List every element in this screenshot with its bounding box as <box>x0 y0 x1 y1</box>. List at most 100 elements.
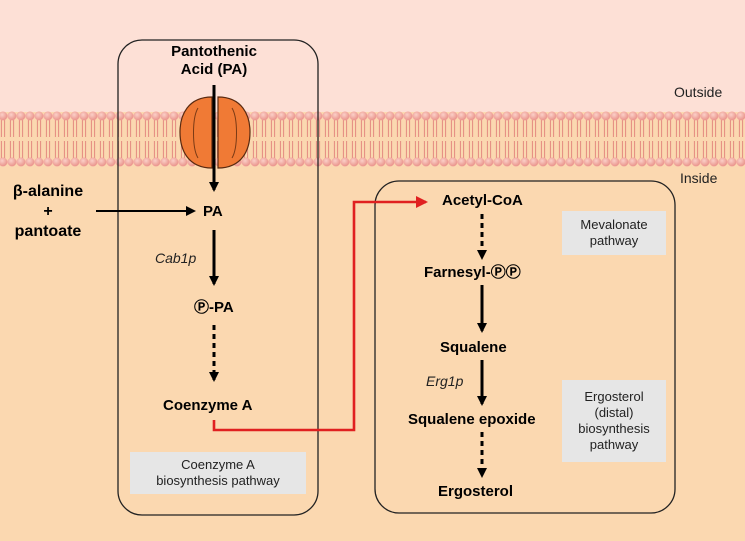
lipid-head <box>538 111 548 121</box>
lipid-head <box>169 157 179 167</box>
lipid-head <box>268 111 278 121</box>
lipid-head <box>664 157 674 167</box>
lipid-head <box>412 111 422 121</box>
lipid-head <box>502 111 512 121</box>
lipid-head <box>70 111 80 121</box>
lipid-head <box>304 157 314 167</box>
lipid-head <box>448 157 458 167</box>
pa-label: PA <box>203 203 223 220</box>
lipid-head <box>718 157 728 167</box>
lipid-head <box>457 111 467 121</box>
lipid-head <box>583 111 593 121</box>
lipid-head <box>331 111 341 121</box>
lipid-head <box>439 111 449 121</box>
lipid-head <box>79 157 89 167</box>
beta-alanine-label: β-alanine <box>12 183 84 200</box>
lipid-head <box>574 157 584 167</box>
lipid-head <box>637 111 647 121</box>
lipid-head <box>403 111 413 121</box>
lipid-head <box>520 111 530 121</box>
lipid-head <box>403 157 413 167</box>
ergosterol-pathway-box: Ergosterol (distal) biosynthesis pathway <box>562 380 666 462</box>
lipid-head <box>34 111 44 121</box>
lipid-head <box>286 111 296 121</box>
lipid-head <box>250 111 260 121</box>
lipid-head <box>322 157 332 167</box>
lipid-head <box>736 111 745 121</box>
lipid-head <box>619 111 629 121</box>
lipid-head <box>268 157 278 167</box>
lipid-head <box>0 111 8 121</box>
farnesyl-pp-label: Farnesyl-ⓅⓅ <box>424 264 521 281</box>
lipid-head <box>529 157 539 167</box>
ergosterol-box-line4: pathway <box>589 437 639 453</box>
lipid-head <box>349 157 359 167</box>
lipid-head <box>430 157 440 167</box>
lipid-head <box>475 111 485 121</box>
outside-region <box>0 0 745 112</box>
lipid-head <box>610 157 620 167</box>
lipid-head <box>0 157 8 167</box>
lipid-head <box>340 157 350 167</box>
lipid-head <box>637 157 647 167</box>
pantothenic-acid-line2: Acid (PA) <box>180 61 248 78</box>
lipid-head <box>655 157 665 167</box>
lipid-head <box>682 111 692 121</box>
lipid-head <box>646 157 656 167</box>
lipid-head <box>277 157 287 167</box>
lipid-head <box>340 111 350 121</box>
lipid-head <box>151 111 161 121</box>
lipid-head <box>295 111 305 121</box>
coa-pathway-line1: Coenzyme A <box>181 456 255 472</box>
lipid-head <box>412 157 422 167</box>
lipid-head <box>592 157 602 167</box>
plus-label: + <box>43 203 53 220</box>
lipid-head <box>592 111 602 121</box>
erg1p-enzyme-label: Erg1p <box>426 373 464 389</box>
lipid-head <box>673 111 683 121</box>
mevalonate-pathway-box: Mevalonate pathway <box>562 211 666 255</box>
lipid-head <box>421 157 431 167</box>
lipid-head <box>52 111 62 121</box>
lipid-head <box>628 111 638 121</box>
lipid-head <box>565 111 575 121</box>
squalene-epoxide-label: Squalene epoxide <box>408 411 536 428</box>
lipid-head <box>241 157 251 167</box>
inside-label: Inside <box>680 170 718 186</box>
lipid-head <box>295 157 305 167</box>
lipid-head <box>160 157 170 167</box>
lipid-head <box>421 111 431 121</box>
lipid-head <box>25 157 35 167</box>
lipid-head <box>385 111 395 121</box>
coa-pathway-line2: biosynthesis pathway <box>156 473 280 488</box>
lipid-head <box>466 157 476 167</box>
inside-region <box>0 112 745 541</box>
lipid-head <box>457 157 467 167</box>
lipid-head <box>691 111 701 121</box>
lipid-head <box>277 111 287 121</box>
lipid-head <box>439 157 449 167</box>
lipid-head <box>70 157 80 167</box>
lipid-head <box>358 111 368 121</box>
lipid-head <box>511 111 521 121</box>
lipid-head <box>655 111 665 121</box>
lipid-head <box>574 111 584 121</box>
lipid-head <box>709 157 719 167</box>
lipid-head <box>304 111 314 121</box>
lipid-head <box>430 111 440 121</box>
lipid-head <box>700 157 710 167</box>
lipid-head <box>259 157 269 167</box>
lipid-head <box>367 111 377 121</box>
lipid-head <box>484 157 494 167</box>
lipid-head <box>259 111 269 121</box>
lipid-head <box>7 157 17 167</box>
lipid-head <box>601 157 611 167</box>
lipid-head <box>484 111 494 121</box>
lipid-head <box>16 157 26 167</box>
lipid-head <box>376 157 386 167</box>
lipid-head <box>88 157 98 167</box>
lipid-head <box>250 157 260 167</box>
lipid-head <box>601 111 611 121</box>
lipid-head <box>88 111 98 121</box>
